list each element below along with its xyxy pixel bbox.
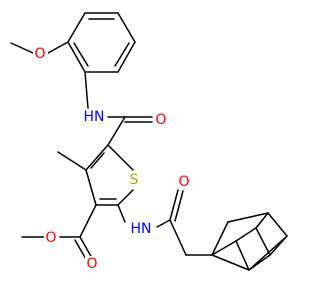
bond-thiophene bbox=[85, 144, 109, 171]
bond-adamantane bbox=[235, 227, 257, 242]
thiophene-sulfur-label: S bbox=[130, 172, 139, 188]
bond-adamantane bbox=[248, 235, 288, 271]
bond-ester-double bbox=[79, 236, 93, 259]
bond-thiophene-inner bbox=[90, 152, 105, 169]
bond-adamantane bbox=[255, 227, 271, 256]
bond-aryl-o bbox=[47, 41, 69, 54]
bond-benzene bbox=[67, 41, 86, 73]
amide-oxygen-top-label: O bbox=[155, 112, 166, 128]
bond-benzene-inner bbox=[73, 42, 89, 67]
bond-c3-ester bbox=[79, 204, 97, 238]
bond-benzene bbox=[117, 41, 136, 73]
bond-benzene bbox=[117, 12, 136, 43]
bonds bbox=[10, 12, 288, 271]
bond-adamantane bbox=[235, 240, 250, 271]
bond-benzene bbox=[67, 12, 86, 43]
bond-carbonyl-c5 bbox=[107, 116, 126, 146]
amide-oxygen-bottom-label: O bbox=[178, 174, 189, 190]
methoxy-oxygen-label: O bbox=[34, 46, 45, 62]
bond-adamantane bbox=[267, 212, 288, 237]
bond-methyl bbox=[57, 151, 87, 171]
bond-o-methyl bbox=[10, 42, 34, 54]
bond-adamantane bbox=[211, 254, 250, 271]
bond-thiophene bbox=[85, 169, 97, 206]
amide-nh-bottom-label: HN bbox=[131, 221, 152, 237]
bond-benzene-inner bbox=[114, 42, 130, 67]
bond-c2-nh bbox=[117, 204, 126, 223]
atom-labels: O HN O S O O HN O bbox=[33, 46, 192, 272]
bond-adamantane bbox=[211, 221, 229, 256]
bond-acyl-double bbox=[174, 190, 184, 222]
ester-carbonyl-oxygen-label: O bbox=[86, 256, 97, 272]
bond-aryl-nh bbox=[84, 71, 89, 109]
bond-adamantane bbox=[227, 212, 269, 223]
molecule-svg: O HN O S O O HN O bbox=[10, 12, 288, 272]
bond-nh-acyl bbox=[156, 219, 171, 228]
bond-acyl-ch2 bbox=[169, 219, 187, 256]
amide-nh-top-label: HN bbox=[84, 109, 105, 125]
bond-acyl-double bbox=[169, 189, 179, 221]
bond-thiophene bbox=[107, 144, 134, 171]
ester-methoxy-oxygen-label: O bbox=[45, 230, 56, 246]
bond-adamantane bbox=[211, 240, 237, 256]
molecule-structure-diagram: O HN O S O O HN O bbox=[10, 12, 288, 272]
bond-thiophene bbox=[117, 189, 134, 206]
bond-adamantane bbox=[255, 212, 269, 229]
